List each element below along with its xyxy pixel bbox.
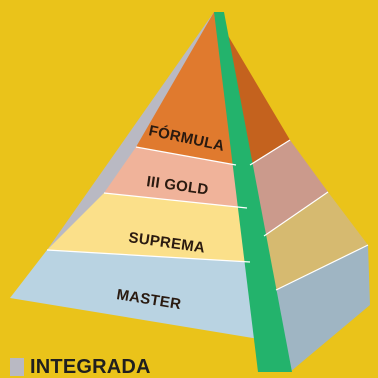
separators: [46, 139, 369, 291]
level-formula-side: [214, 12, 290, 165]
level-gold-front: [104, 147, 247, 208]
integrada-label: INTEGRADA: [30, 356, 151, 378]
level-gold-side: [250, 140, 328, 236]
level-suprema-side: [264, 192, 368, 290]
level-formula-front: [136, 12, 236, 165]
integrada-swatch: [10, 358, 24, 376]
level-suprema-front: [47, 193, 250, 262]
legend: INTEGRADA: [10, 356, 151, 378]
level-master-side: [276, 245, 370, 372]
integrada-strip: [47, 12, 214, 250]
green-band: [214, 12, 292, 372]
level-master-front: [10, 250, 265, 340]
